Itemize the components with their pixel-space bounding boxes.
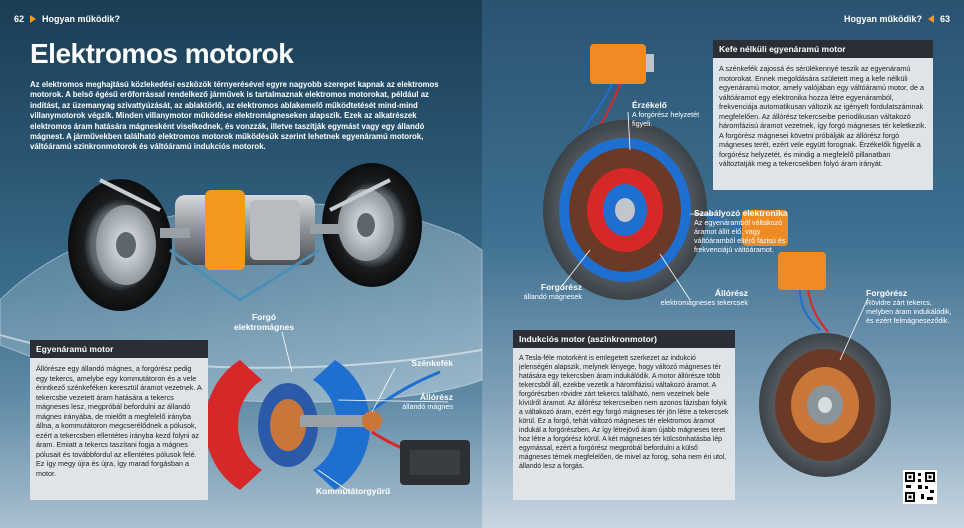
induction-body: A Tesla-féle motorként is emlegetett sze…: [519, 355, 729, 470]
dc-motor-body: Állórésze egy állandó mágnes, a forgórés…: [36, 364, 202, 478]
page-title: Elektromos motorok: [30, 38, 294, 69]
brushless-stator-label: Állórész elektromágneses tekercsek: [660, 288, 749, 307]
controller-label: Szabályozó elektronika Az egyenáramból v…: [694, 208, 788, 254]
brushless-body: A szénkefék zajossá és sérülékennyé tesz…: [719, 64, 927, 168]
left-page-header: 62 Hogyan működik?: [14, 14, 120, 24]
dc-stator-label: Állórész állandó mágnes: [402, 392, 453, 411]
intro-paragraph: Az elektromos meghajtású közlekedési esz…: [30, 80, 439, 152]
brushless-box: Kefe nélküli egyenáramú motor A szénkefé…: [713, 40, 933, 190]
dc-commutator-label: Kommutátorgyűrű: [316, 486, 391, 496]
dc-motor-title: Egyenáramú motor: [30, 340, 208, 358]
left-section-name: Hogyan működik?: [42, 14, 121, 24]
dc-motor-illustration: [204, 360, 470, 490]
sensor-label: Érzékelő A forgórész helyzetét figyeli.: [632, 100, 700, 128]
brushless-title: Kefe nélküli egyenáramú motor: [713, 40, 933, 58]
right-section-name: Hogyan működik?: [843, 14, 922, 24]
induction-title: Indukciós motor (aszinkronmotor): [513, 330, 735, 348]
dc-brushes-label: Szénkefék: [411, 358, 453, 368]
induction-box: Indukciós motor (aszinkronmotor) A Tesla…: [513, 330, 735, 500]
triangle-left-icon: [927, 15, 934, 23]
induction-rotor-label: Forgórész Rövidre zárt tekercs, melyben …: [866, 288, 952, 325]
dc-rotor-magnet-label: Forgó elektromágnes: [234, 312, 294, 332]
dc-motor-box: Egyenáramú motor Állórésze egy állandó m…: [30, 340, 208, 500]
right-page-number: 63: [939, 14, 950, 24]
right-page-header: Hogyan működik? 63: [844, 14, 950, 24]
triangle-right-icon: [30, 15, 37, 23]
left-page-number: 62: [14, 14, 25, 24]
brushless-rotor-label: Forgórész állandó mágnesek: [523, 282, 582, 301]
